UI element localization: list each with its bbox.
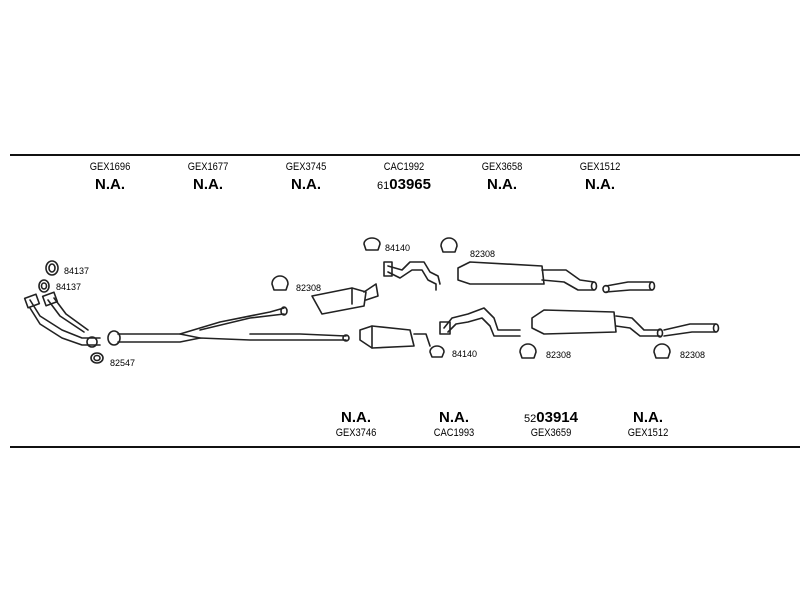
gasket-icon — [45, 260, 59, 276]
part-number-label: 82308 — [470, 249, 496, 259]
top-item-2: GEX1677 N.A. — [163, 161, 253, 193]
bottom-divider — [10, 446, 800, 448]
part-number-label: 84137 — [64, 266, 90, 276]
top-item-1: GEX1696 N.A. — [65, 161, 155, 193]
part-number-label: 84137 — [56, 282, 82, 292]
gasket-icon — [38, 279, 50, 293]
part-number-label: 82308 — [680, 350, 706, 360]
part-number-label: 84140 — [385, 243, 411, 253]
clamp-icon — [440, 237, 458, 253]
part-code: GEX1677 — [187, 161, 229, 173]
top-item-3: GEX3745 N.A. — [261, 161, 351, 193]
middle-pipe — [107, 306, 350, 346]
tail-pipe-bottom — [663, 323, 720, 337]
bottom-item-4: N.A. GEX1512 — [603, 410, 693, 439]
bottom-item-2: N.A. CAC1993 — [409, 410, 499, 439]
part-code: CAC1992 — [383, 161, 425, 173]
bottom-item-3: 5203914 GEX3659 — [506, 410, 596, 439]
front-pipe — [23, 291, 101, 348]
rear-muffler-top — [457, 261, 598, 291]
top-item-4: CAC1992 6103965 — [359, 161, 449, 193]
part-code: GEX3746 — [335, 427, 377, 439]
part-ref: N.A. — [439, 409, 469, 426]
part-number-label: 82308 — [296, 283, 322, 293]
clamp-icon — [429, 345, 445, 358]
part-ref: N.A. — [291, 176, 321, 193]
rear-muffler-bottom — [531, 309, 664, 338]
top-item-6: GEX1512 N.A. — [555, 161, 645, 193]
clamp-icon — [519, 343, 537, 359]
bottom-item-1: N.A. GEX3746 — [311, 410, 401, 439]
part-code: GEX3658 — [481, 161, 523, 173]
part-number-label: 84140 — [452, 349, 478, 359]
ref-prefix: 61 — [377, 180, 390, 192]
part-ref: N.A. — [193, 176, 223, 193]
part-code: GEX1512 — [579, 161, 621, 173]
ref-number: 03914 — [536, 409, 578, 426]
part-number-label: 82308 — [546, 350, 572, 360]
part-code: GEX3745 — [285, 161, 327, 173]
part-ref: N.A. — [487, 176, 517, 193]
part-code: GEX1696 — [89, 161, 131, 173]
top-divider — [10, 154, 800, 156]
clamp-icon — [653, 343, 671, 359]
part-code: CAC1993 — [433, 427, 475, 439]
clamp-icon — [363, 237, 381, 251]
intermediate-pipe — [439, 307, 521, 337]
ref-number: 03965 — [389, 176, 431, 193]
connector-pipe — [383, 261, 441, 291]
clamp-icon — [271, 275, 289, 291]
part-ref: N.A. — [633, 409, 663, 426]
part-ref: 6103965 — [359, 177, 449, 192]
ref-prefix: 52 — [524, 413, 537, 425]
part-ref: N.A. — [585, 176, 615, 193]
part-code: GEX1512 — [627, 427, 669, 439]
part-ref: 5203914 — [506, 410, 596, 425]
part-code: GEX3659 — [530, 427, 572, 439]
center-muffler — [359, 325, 431, 349]
top-item-5: GEX3658 N.A. — [457, 161, 547, 193]
part-ref: N.A. — [341, 409, 371, 426]
part-number-label: 82547 — [110, 358, 136, 368]
part-ref: N.A. — [95, 176, 125, 193]
front-muffler — [311, 283, 379, 315]
tail-pipe-top — [602, 281, 656, 294]
gasket-icon — [90, 352, 104, 364]
